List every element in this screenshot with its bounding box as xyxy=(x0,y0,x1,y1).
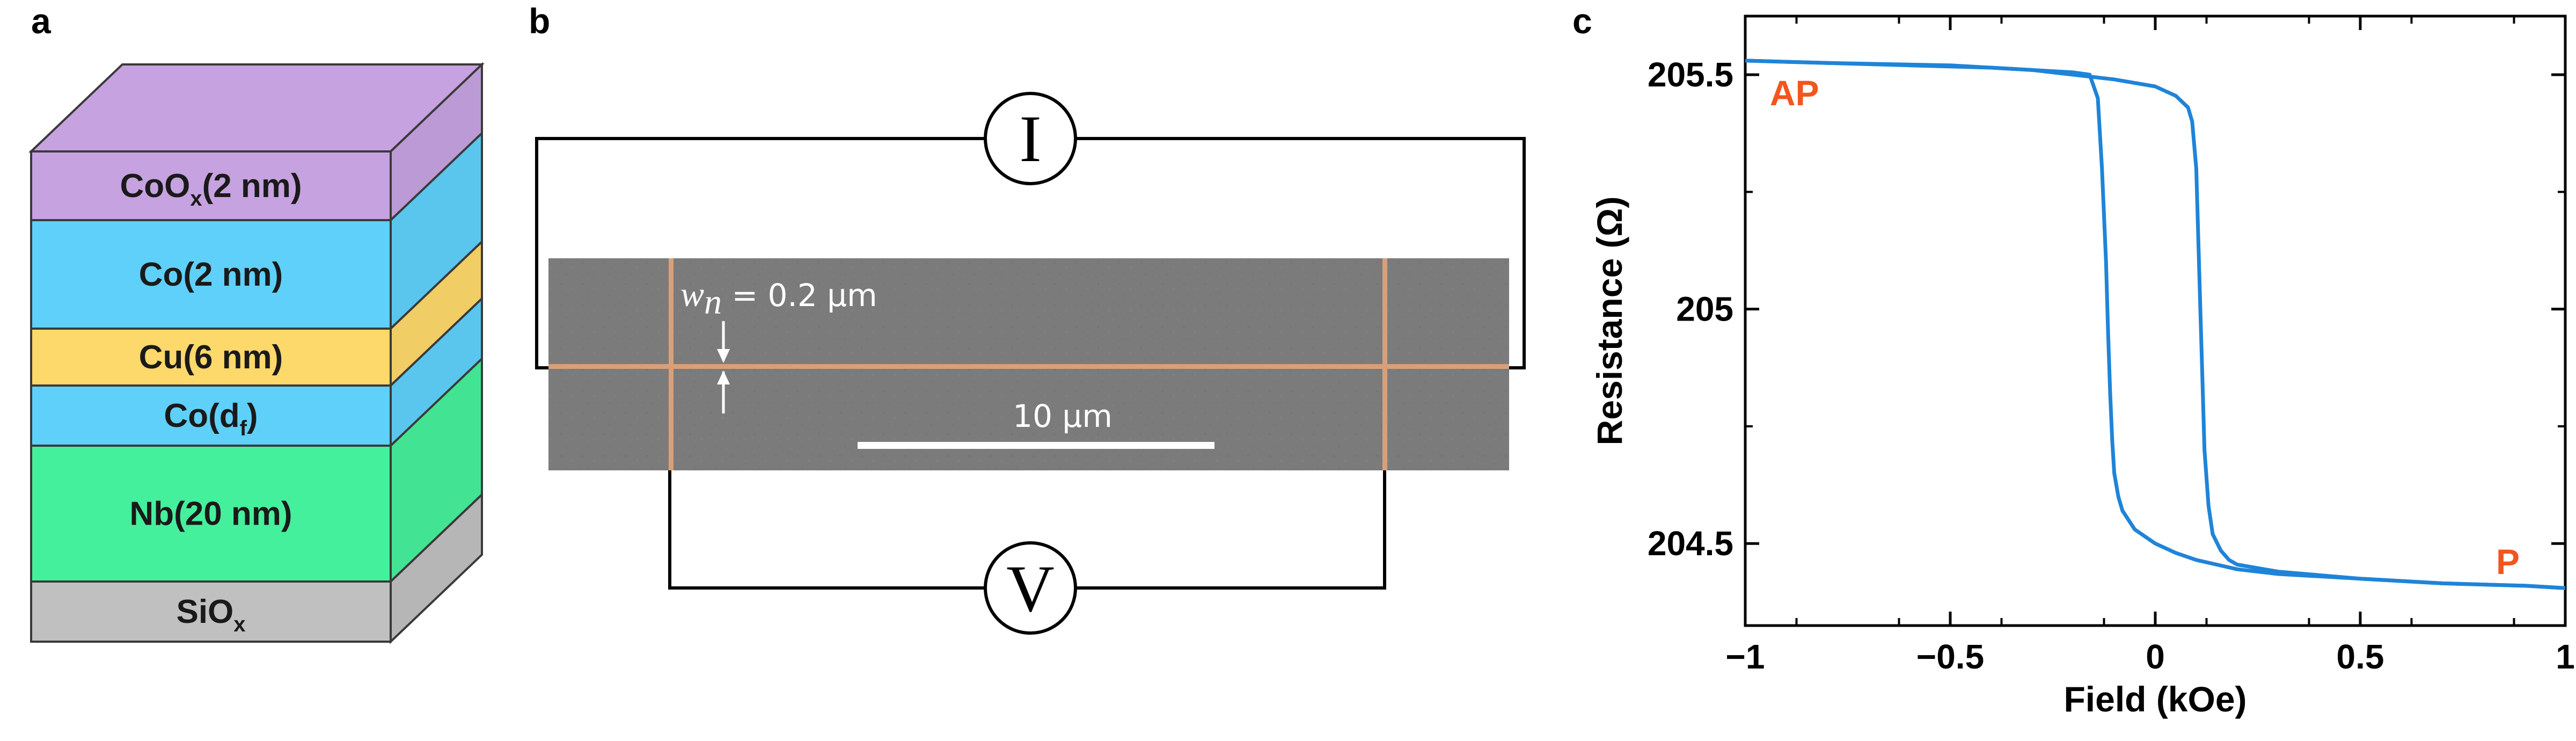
y-tick-label: 205.5 xyxy=(1648,55,1733,94)
panel-c-letter: c xyxy=(1572,1,1592,41)
rh-branch-1 xyxy=(1745,59,2566,590)
layer-front-3 xyxy=(30,384,392,447)
layer-label-4: Nb(20 nm) xyxy=(129,496,292,533)
rh-chart: −1 −0.5 0 0.5 1 204.5 205 205.5 AP P Field (kOe)… xyxy=(1590,14,2575,719)
width-annotation: wn = 0.2 μm xyxy=(680,275,877,322)
nanowire-right-lead xyxy=(1382,258,1387,470)
voltage-wire-left xyxy=(668,470,990,590)
y-axis-label: Resistance (Ω) xyxy=(1590,197,1629,446)
layer-label-2: Cu(6 nm) xyxy=(139,339,283,376)
x-tick-label: −0.5 xyxy=(1916,637,1984,676)
voltmeter-label: V xyxy=(1006,552,1055,626)
y-tick-label: 205 xyxy=(1676,290,1733,329)
device-panel: wn = 0.2 μm 10 μm I V xyxy=(535,92,1526,635)
plot-frame xyxy=(1744,14,2567,627)
curves xyxy=(1745,59,2566,590)
layer-label-5: SiOx xyxy=(176,593,245,636)
state-label-ap: AP xyxy=(1770,73,1819,113)
x-tick-label: 1 xyxy=(2556,637,2575,676)
layer-label-3: Co(df) xyxy=(164,397,258,440)
layer-front-0 xyxy=(30,150,392,221)
x-axis-label: Field (kOe) xyxy=(2063,679,2246,719)
scale-bar xyxy=(858,442,1214,449)
x-tick-label: 0 xyxy=(2146,637,2165,676)
x-tick-label: 0.5 xyxy=(2337,637,2384,676)
width-arrow-bottom-head xyxy=(717,370,730,384)
panel-a-letter: a xyxy=(31,1,52,41)
state-label-p: P xyxy=(2496,542,2520,582)
layer-label-1: Co(2 nm) xyxy=(139,256,283,293)
current-source-circle xyxy=(984,92,1077,185)
nanowire-horizontal xyxy=(548,364,1509,369)
voltmeter-circle xyxy=(984,541,1077,635)
panel-b-letter: b xyxy=(529,1,550,41)
rh-branch-0 xyxy=(1745,59,2566,590)
annotations: AP P xyxy=(1770,73,2520,582)
nanowire-left-lead xyxy=(669,258,674,470)
axis-ticks: −1 −0.5 0 0.5 1 204.5 205 205.5 xyxy=(1648,16,2575,676)
layer-side-5 xyxy=(390,492,483,644)
layer-front-5 xyxy=(30,580,392,643)
current-source-label: I xyxy=(1019,102,1041,176)
voltage-wire-right xyxy=(1071,470,1386,590)
layer-front-2 xyxy=(30,328,392,387)
scale-bar-label: 10 μm xyxy=(1013,398,1113,434)
layer-stack: CoOx(2 nm) Co(2 nm) Cu(6 nm) Co(df) Nb(20 nm… xyxy=(28,62,485,644)
width-arrow-top-head xyxy=(717,349,730,363)
y-tick-label: 204.5 xyxy=(1648,524,1733,563)
x-tick-label: −1 xyxy=(1726,637,1765,676)
layer-label-0: CoOx(2 nm) xyxy=(120,168,302,210)
